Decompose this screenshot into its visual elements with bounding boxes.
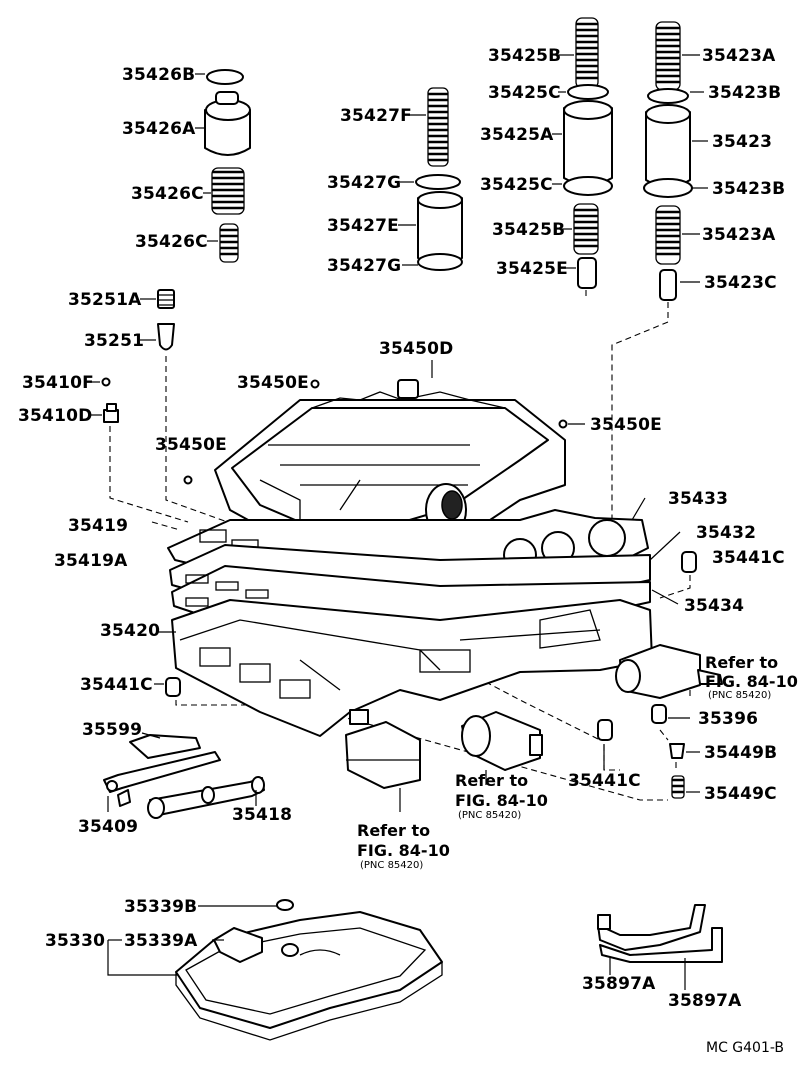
label-35339B: 35339B	[124, 897, 197, 917]
label-35410F: 35410F	[22, 373, 94, 393]
label-35427F: 35427F	[340, 106, 412, 126]
label-35427E: 35427E	[327, 216, 399, 236]
label-35599: 35599	[82, 720, 142, 740]
reference-note-middle: Refer to FIG. 84-10 (PNC 85420)	[455, 771, 548, 821]
detent-spring-and-manual-valve	[103, 732, 265, 819]
ref1-line1: Refer to	[705, 653, 778, 672]
solenoid-bottom	[345, 709, 421, 812]
label-35426B: 35426B	[122, 65, 195, 85]
label-35420: 35420	[100, 621, 160, 641]
label-35423C: 35423C	[704, 273, 777, 293]
label-35450E-2: 35450E	[590, 415, 662, 435]
part-35425-group	[552, 17, 613, 289]
solenoid-middle	[461, 711, 543, 785]
label-35441C-2: 35441C	[80, 675, 153, 695]
label-35897A-2: 35897A	[668, 991, 742, 1011]
ref2-line3: (PNC 85420)	[458, 810, 521, 821]
lower-valve-body	[158, 599, 653, 737]
label-35339A: 35339A	[124, 931, 198, 951]
ref3-line3: (PNC 85420)	[360, 860, 423, 871]
ref2-line2: FIG. 84-10	[455, 791, 548, 810]
label-35449B: 35449B	[704, 743, 777, 763]
label-35423B-2: 35423B	[712, 179, 785, 199]
label-35409: 35409	[78, 817, 138, 837]
label-35434: 35434	[684, 596, 744, 616]
label-35426A: 35426A	[122, 119, 196, 139]
part-35423-group	[643, 21, 708, 301]
small-parts-left	[90, 289, 175, 423]
label-35426C-1: 35426C	[131, 184, 204, 204]
label-35450E-1: 35450E	[237, 373, 309, 393]
label-35433: 35433	[668, 489, 728, 509]
ref3-line2: FIG. 84-10	[357, 841, 450, 860]
label-35423A-2: 35423A	[702, 225, 776, 245]
reference-note-bottom: Refer to FIG. 84-10 (PNC 85420)	[357, 821, 450, 871]
oil-tubes	[597, 904, 723, 990]
label-35251: 35251	[84, 331, 144, 351]
ref2-line1: Refer to	[455, 771, 528, 790]
label-35426C-2: 35426C	[135, 232, 208, 252]
label-35427G-1: 35427G	[327, 173, 401, 193]
label-35441C-1: 35441C	[712, 548, 785, 568]
label-35423: 35423	[712, 132, 772, 152]
label-35425B-1: 35425B	[488, 46, 561, 66]
part-35426-group	[195, 69, 251, 263]
label-35425C-1: 35425C	[488, 83, 561, 103]
diagram-code: MC G401-B	[706, 1040, 784, 1056]
label-35441C-3: 35441C	[568, 771, 641, 791]
label-35251A: 35251A	[68, 290, 142, 310]
label-35419: 35419	[68, 516, 128, 536]
label-35450D: 35450D	[379, 339, 453, 359]
small-parts-right	[154, 551, 700, 799]
ref1-line2: FIG. 84-10	[705, 672, 798, 691]
part-labels: 35426B 35426A 35426C 35426C 35427F 35427…	[18, 46, 785, 1011]
ref3-line1: Refer to	[357, 821, 430, 840]
label-35423A-1: 35423A	[702, 46, 776, 66]
reference-note-right: Refer to FIG. 84-10 (PNC 85420)	[705, 653, 798, 701]
label-35419A: 35419A	[54, 551, 128, 571]
label-35425C-2: 35425C	[480, 175, 553, 195]
label-35396: 35396	[698, 709, 758, 729]
label-35425E: 35425E	[496, 259, 568, 279]
label-35450E-3: 35450E	[155, 435, 227, 455]
label-35425B-2: 35425B	[492, 220, 565, 240]
label-35330: 35330	[45, 931, 105, 951]
ref1-line3: (PNC 85420)	[708, 690, 771, 701]
label-35449C: 35449C	[704, 784, 777, 804]
oil-strainer	[107, 899, 443, 1041]
label-35423B-1: 35423B	[708, 83, 781, 103]
solenoid-right	[615, 644, 723, 699]
label-35427G-2: 35427G	[327, 256, 401, 276]
label-35418: 35418	[232, 805, 292, 825]
label-35425A: 35425A	[480, 125, 554, 145]
label-35432: 35432	[696, 523, 756, 543]
label-35897A-1: 35897A	[582, 974, 656, 994]
part-35427-group	[398, 87, 463, 271]
label-35410D: 35410D	[18, 406, 92, 426]
